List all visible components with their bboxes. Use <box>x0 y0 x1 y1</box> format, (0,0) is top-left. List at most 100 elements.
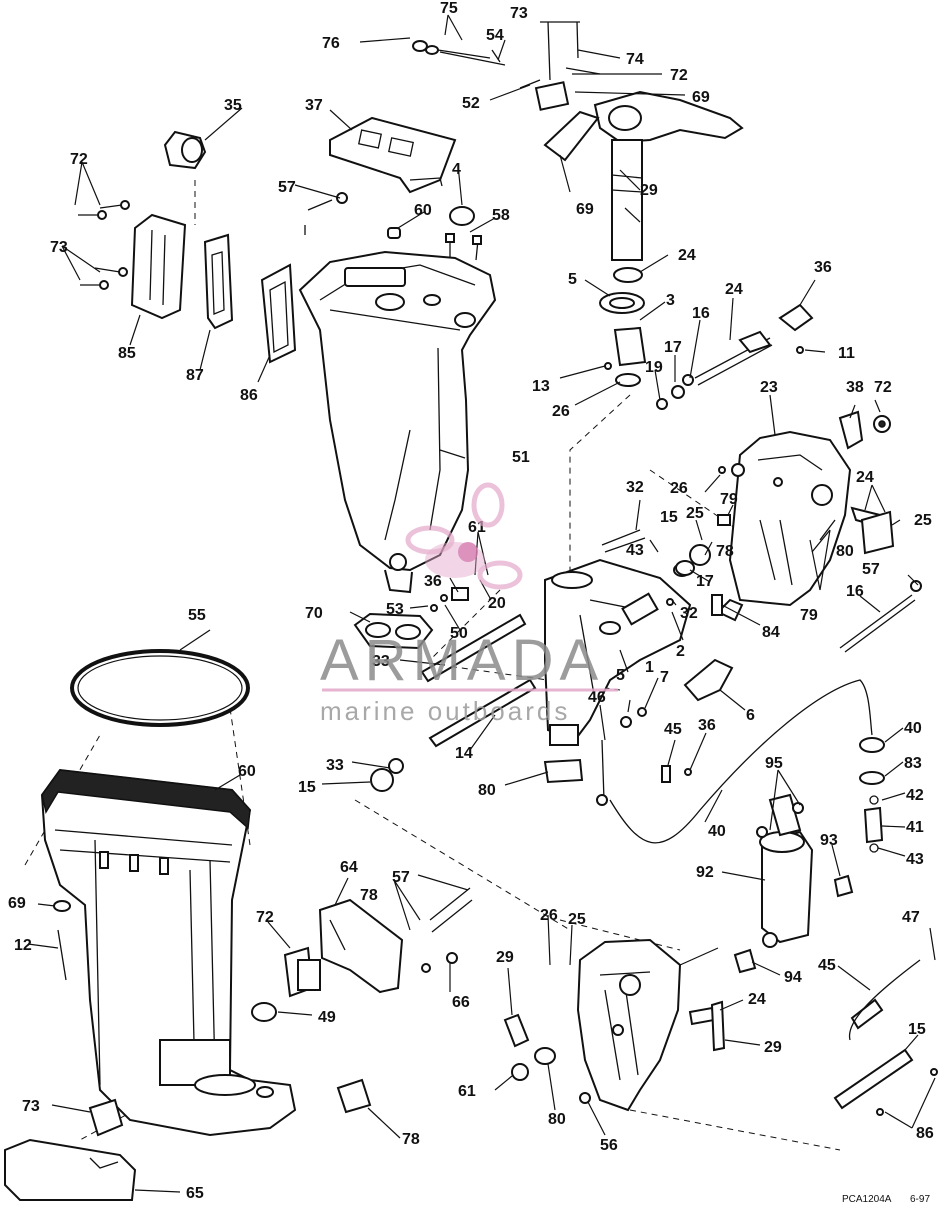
callout-label: 16 <box>846 583 864 600</box>
reverse-lock <box>716 598 744 622</box>
callout-label: 46 <box>588 689 606 706</box>
callout-label: 14 <box>455 745 473 762</box>
callout-label: 57 <box>278 179 296 196</box>
callout-label: 20 <box>488 595 506 612</box>
callout-label: 24 <box>856 469 874 486</box>
callout-label: 69 <box>576 201 594 218</box>
callout-label: 72 <box>70 151 88 168</box>
tilt-lever <box>694 303 814 386</box>
callout-label: 16 <box>692 305 710 322</box>
stern-bracket-left <box>576 938 682 1112</box>
callout-label: 95 <box>765 755 783 772</box>
callout-label: 78 <box>402 1131 420 1148</box>
powerhead-gasket <box>329 116 457 194</box>
callout-label: 26 <box>540 907 558 924</box>
callout-label: 4 <box>452 161 461 178</box>
steering-arm <box>543 90 744 261</box>
callout-label: 6 <box>746 707 755 724</box>
callout-label: 80 <box>548 1111 566 1128</box>
callout-label: 76 <box>322 35 340 52</box>
callout-label: 56 <box>600 1137 618 1154</box>
cable-fittings <box>859 737 885 853</box>
lower-mount <box>353 587 469 650</box>
callout-label: 33 <box>326 757 344 774</box>
callout-label: 51 <box>512 449 530 466</box>
anti-ventilation-plate <box>4 1138 137 1201</box>
tilt-pin <box>839 594 913 649</box>
callout-label: 24 <box>678 247 696 264</box>
armada-watermark: ARMADA marine outboards <box>320 482 618 726</box>
swivel-bushings <box>599 267 694 410</box>
tilt-tube <box>428 678 537 748</box>
watermark-brand: ARMADA <box>320 628 604 693</box>
callout-label: 36 <box>424 573 442 590</box>
callout-label: 52 <box>462 95 480 112</box>
clamp-bracket <box>683 658 734 702</box>
callout-label: 79 <box>720 491 738 508</box>
callout-label: 32 <box>680 605 698 622</box>
callout-label: 5 <box>616 667 625 684</box>
callout-label: 58 <box>492 207 510 224</box>
callout-label: 5 <box>568 271 577 288</box>
callout-label: 26 <box>552 403 570 420</box>
callout-label: 47 <box>902 909 920 926</box>
callout-label: 78 <box>716 543 734 560</box>
callout-label: 50 <box>450 625 468 642</box>
callout-label: 93 <box>820 832 838 849</box>
callout-label: 29 <box>764 1039 782 1056</box>
callout-label: 23 <box>760 379 778 396</box>
callout-label: 13 <box>532 378 550 395</box>
callout-label: 36 <box>814 259 832 276</box>
callout-label: 57 <box>392 869 410 886</box>
exhaust-housing <box>40 768 297 1137</box>
callout-label: 3 <box>666 292 675 309</box>
callout-label: 1 <box>645 659 654 676</box>
callout-label: 32 <box>626 479 644 496</box>
callout-label: 60 <box>414 202 432 219</box>
cover-gasket <box>203 233 234 330</box>
cover-bolts <box>78 200 130 290</box>
callout-label: 53 <box>386 601 404 618</box>
callout-label: 73 <box>22 1098 40 1115</box>
callout-label: 66 <box>452 994 470 1011</box>
callout-label: 15 <box>908 1021 926 1038</box>
callout-label: 15 <box>298 779 316 796</box>
callout-label: 42 <box>906 787 924 804</box>
callout-label: 55 <box>188 607 206 624</box>
callout-label: 24 <box>748 991 766 1008</box>
callout-label: 43 <box>906 851 924 868</box>
thru-bolt <box>420 613 527 683</box>
tilt-cylinder <box>733 793 854 974</box>
lower-hardware <box>503 959 938 1116</box>
trim-cable <box>609 679 873 844</box>
callout-label: 86 <box>916 1125 934 1142</box>
callout-label: 25 <box>568 911 586 928</box>
exhaust-gasket-ring <box>70 649 250 727</box>
exhaust-cover-group <box>78 130 297 364</box>
propeller-logo-icon <box>405 482 523 590</box>
callout-label: 64 <box>340 859 358 876</box>
callout-label: 74 <box>626 51 644 68</box>
spacers-and-pads <box>53 887 473 1137</box>
callout-label: 79 <box>800 607 818 624</box>
callout-label: 61 <box>458 1083 476 1100</box>
callout-label: 40 <box>708 823 726 840</box>
callout-label: 60 <box>238 763 256 780</box>
callout-label: 72 <box>874 379 892 396</box>
callout-label: 92 <box>696 864 714 881</box>
callout-label: 69 <box>692 89 710 106</box>
callout-label: 41 <box>906 819 924 836</box>
callout-label: 57 <box>862 561 880 578</box>
swivel-bracket <box>544 558 692 746</box>
callout-label: 40 <box>904 720 922 737</box>
callout-label: 72 <box>256 909 274 926</box>
callout-label: 37 <box>305 97 323 114</box>
callout-label: 2 <box>676 643 685 660</box>
callout-label: 26 <box>670 480 688 497</box>
callout-label: 94 <box>784 969 802 986</box>
callout-label: 36 <box>698 717 716 734</box>
callout-label: 80 <box>478 782 496 799</box>
callout-label: 7 <box>660 669 669 686</box>
